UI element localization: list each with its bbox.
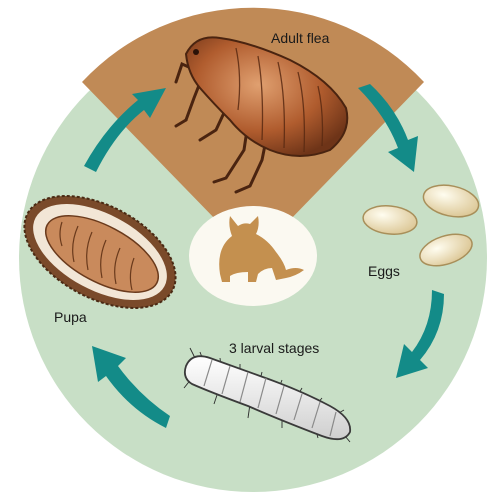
- pupa-label: Pupa: [54, 309, 87, 325]
- host-cat-icon: [189, 206, 317, 306]
- eggs-label: Eggs: [368, 263, 400, 279]
- adult-flea-label: Adult flea: [271, 30, 329, 46]
- larval-stages-label: 3 larval stages: [229, 340, 319, 356]
